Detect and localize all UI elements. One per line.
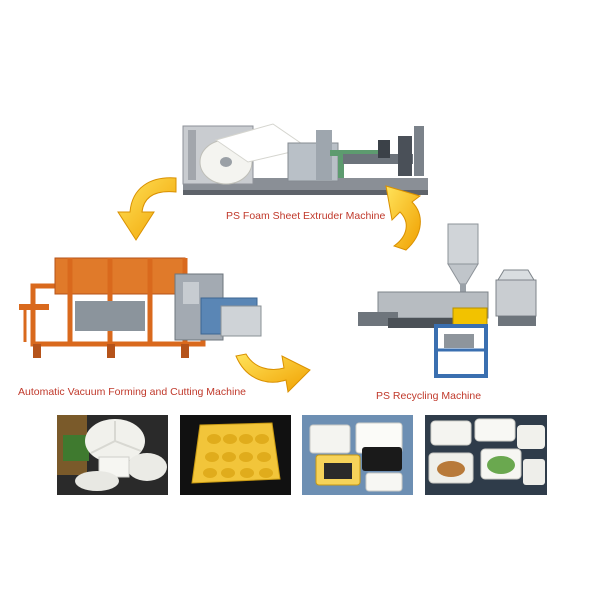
recycling-label: PS Recycling Machine: [376, 390, 482, 402]
cycle-arrow-bottom: [232, 350, 312, 395]
cycle-arrow-right: [372, 182, 434, 254]
extruder-machine-image: [178, 118, 433, 203]
product-photo-food-boxes: [425, 415, 547, 495]
product-photo-egg-trays: [180, 415, 291, 495]
recycling-machine-image: [348, 222, 548, 382]
forming-machine-image: [15, 246, 270, 364]
cycle-arrow-left: [110, 170, 180, 245]
product-photo-plates: [57, 415, 168, 495]
product-photo-foam-trays: [302, 415, 413, 495]
forming-label: Automatic Vacuum Forming and Cutting Mac…: [18, 386, 246, 398]
extruder-label: PS Foam Sheet Extruder Machine: [226, 210, 386, 222]
